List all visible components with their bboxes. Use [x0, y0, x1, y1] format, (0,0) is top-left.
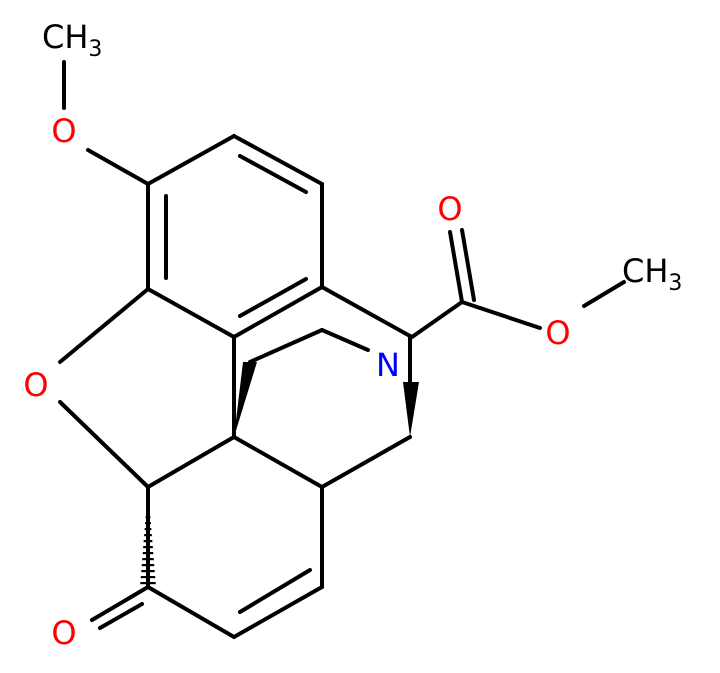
- bond-ring-4-inner: [238, 277, 308, 318]
- bond-c9-c14: [320, 435, 412, 489]
- bond-ring-1: [146, 134, 236, 186]
- wedge-bond-c9: [403, 382, 419, 437]
- label-top-methyl-sub: 3: [88, 37, 102, 62]
- bond-cq-c14: [232, 435, 324, 489]
- label-ester-methyl-sub: 3: [668, 271, 682, 296]
- bond-ring-2: [232, 134, 324, 186]
- bond-ring-4: [232, 285, 324, 339]
- bond-ether-o-c5: [58, 400, 150, 489]
- label-ester-carbonyl-oxygen: O: [437, 190, 462, 228]
- label-methoxy-oxygen: O: [51, 112, 76, 150]
- bond-c-o-single: [460, 300, 542, 330]
- bond-n-carbonyl: [410, 300, 464, 339]
- label-top-methyl: CH3: [42, 18, 102, 62]
- bond-ar-ether-o: [58, 287, 150, 364]
- bond-ketone-double-2: [98, 602, 144, 630]
- hash-bond-c5: [140, 487, 156, 587]
- stereo-bonds: [140, 334, 419, 587]
- bond-ketone-double-1: [90, 585, 150, 622]
- bond-ch2-n: [320, 328, 370, 352]
- bond-c-o-double-1: [448, 230, 464, 304]
- bond-o-ch3: [582, 280, 626, 308]
- label-nitrogen: N: [376, 346, 400, 384]
- bond-ar-ch2: [320, 285, 412, 338]
- label-top-methyl-base: CH: [42, 18, 88, 56]
- bond-ch2-ch2: [248, 328, 324, 364]
- atom-labels: CH3 O O CH3 O N O O: [23, 18, 682, 652]
- bonds: [58, 60, 626, 639]
- label-ether-oxygen: O: [23, 366, 48, 404]
- label-ester-methyl: CH3: [622, 252, 682, 296]
- bond-cq-c5: [146, 435, 236, 489]
- bond-ring-5: [146, 287, 236, 339]
- bond-alkene-ketone: [146, 585, 236, 639]
- bond-ring-2-inner: [238, 154, 308, 194]
- bond-alkene: [232, 585, 324, 639]
- bond-o-aromatic: [86, 148, 150, 186]
- bond-alkene-inner: [238, 568, 312, 614]
- label-ester-oxygen: O: [545, 314, 570, 352]
- wedge-bond-cq: [234, 362, 257, 437]
- label-ketone-oxygen: O: [51, 614, 76, 652]
- label-ester-methyl-base: CH: [622, 252, 668, 290]
- bond-c-o-double-2: [460, 228, 476, 302]
